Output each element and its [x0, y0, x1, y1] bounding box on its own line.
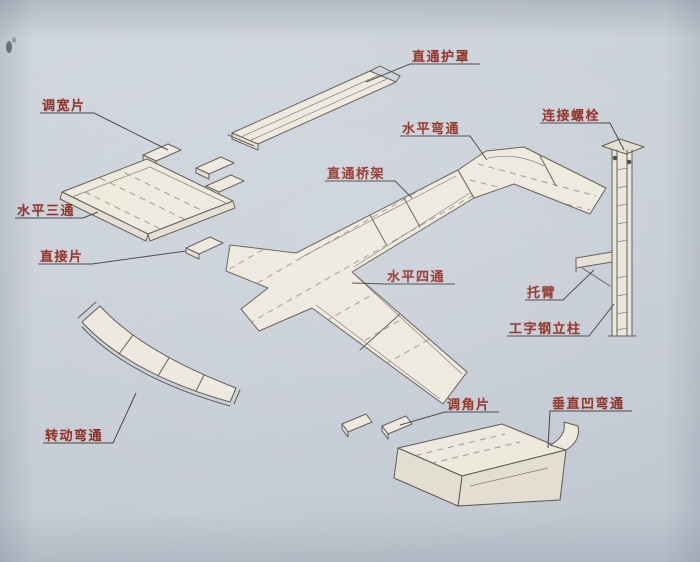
- label-straight-tray: 直通桥架: [327, 166, 386, 181]
- label-horizontal-tee: 水平三通: [17, 203, 76, 218]
- label-straight-cover: 直通护罩: [412, 49, 471, 64]
- part-horizontal-bend: [457, 146, 607, 215]
- part-rotating-bend: [77, 301, 241, 407]
- part-horizontal-tee: [59, 158, 236, 242]
- label-connect-bolt: 连接螺栓: [542, 108, 601, 123]
- part-bracket-arm: [575, 251, 613, 287]
- part-angle-pieces: [341, 413, 413, 440]
- label-angle-piece: 调角片: [447, 397, 491, 412]
- part-straight-cover: [227, 65, 401, 151]
- part-vertical-concave-bend: [393, 421, 579, 507]
- label-ibeam-column: 工字钢立柱: [509, 321, 582, 336]
- part-straight-piece: [185, 236, 224, 260]
- label-bracket-arm: 托臂: [527, 285, 557, 300]
- label-straight-piece: 直接片: [40, 249, 84, 264]
- scan-artifacts: [6, 37, 16, 53]
- label-rotating-bend: 转动弯通: [45, 428, 104, 443]
- label-width-adjust: 调宽片: [42, 98, 86, 113]
- label-horizontal-bend: 水平弯通: [402, 121, 461, 136]
- leader-lines: [15, 63, 632, 449]
- label-horizontal-cross: 水平四通: [387, 269, 446, 284]
- part-ibeam-column: [601, 138, 645, 337]
- label-vertical-concave-bend: 垂直凹弯通: [552, 396, 625, 411]
